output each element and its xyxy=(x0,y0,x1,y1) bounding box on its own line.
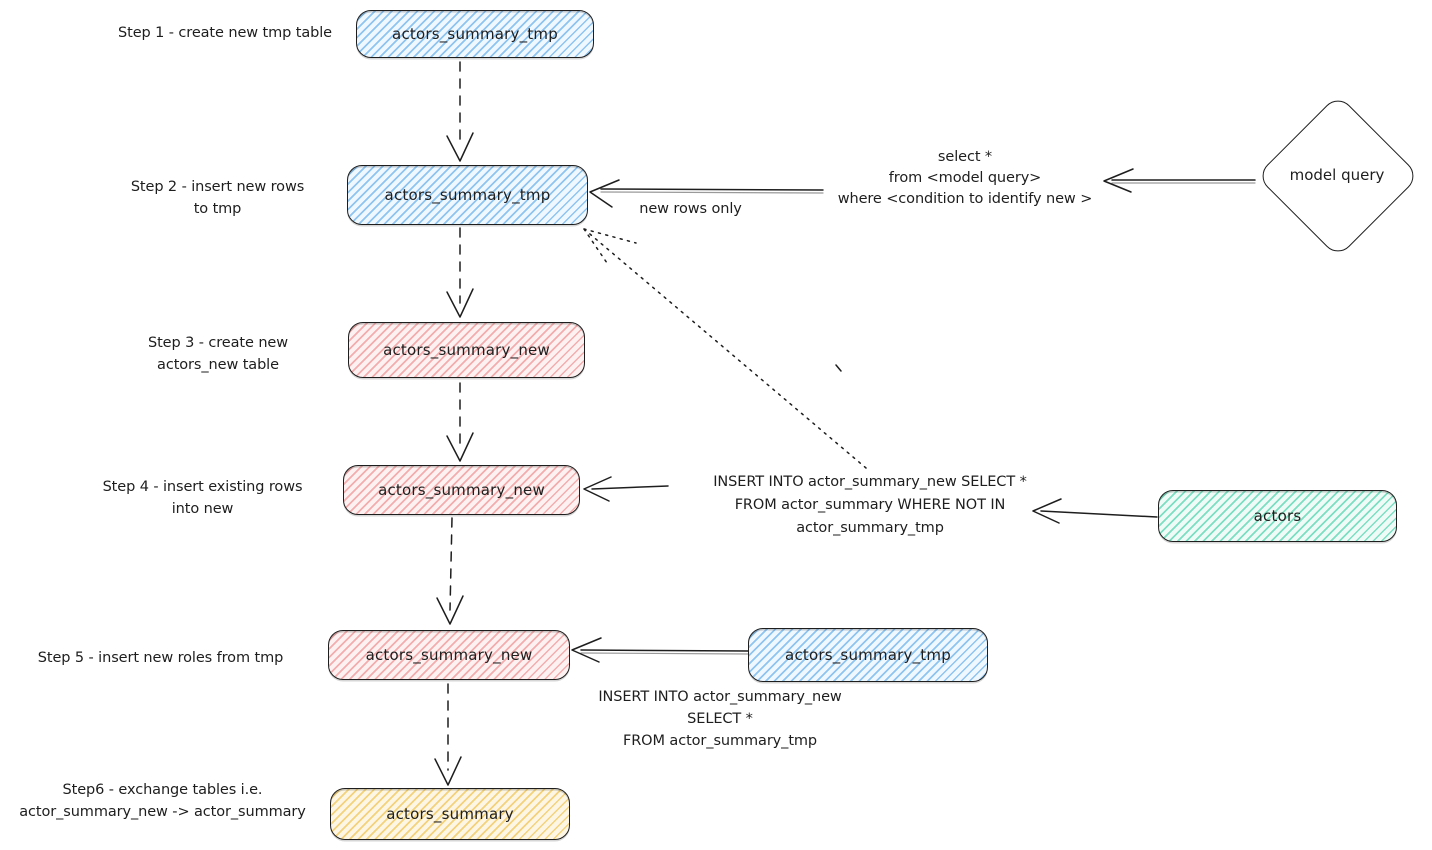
dotted-reference-arrow xyxy=(583,228,867,469)
flow-arrow-step3-step4 xyxy=(446,382,474,462)
node-actors-summary-new-step3: actors_summary_new xyxy=(348,322,585,378)
model-query-label: model query xyxy=(1289,166,1385,184)
node-actors: actors xyxy=(1158,490,1397,542)
new-rows-arrow xyxy=(589,179,824,208)
step4-label: Step 4 - insert existing rows into new xyxy=(102,479,303,517)
actors-arrow xyxy=(1032,498,1158,524)
flow-arrow-step2-step3 xyxy=(446,227,474,318)
node-actors-summary-tmp-step2: actors_summary_tmp xyxy=(347,165,588,225)
insert-new-sql-text: INSERT INTO actor_summary_new SELECT * F… xyxy=(598,689,842,749)
node-actors-summary-new-step4: actors_summary_new xyxy=(343,465,580,515)
flow-arrow-step4-step5 xyxy=(436,517,464,625)
insert-existing-arrow xyxy=(583,476,669,502)
step5-label: Step 5 - insert new roles from tmp xyxy=(37,650,284,666)
node-actors-summary-tmp-side: actors_summary_tmp xyxy=(748,628,988,682)
step3-label: Step 3 - create new actors_new table xyxy=(147,335,288,373)
node-actors-summary-new-step5: actors_summary_new xyxy=(328,630,570,680)
stray-mark xyxy=(835,364,842,372)
flow-arrow-step5-step6 xyxy=(434,683,462,786)
node-actors-summary-tmp-step1: actors_summary_tmp xyxy=(356,10,594,58)
model-query-arrow xyxy=(1103,168,1256,193)
step6-label: Step6 - exchange tables i.e. actor_summa… xyxy=(19,782,306,820)
insert-existing-sql-text: INSERT INTO actor_summary_new SELECT * F… xyxy=(713,474,1027,536)
step1-label: Step 1 - create new tmp table xyxy=(118,25,332,41)
new-rows-only-label: new rows only xyxy=(639,201,742,217)
flow-arrow-step1-step2 xyxy=(446,61,474,162)
node-actors-summary-step6: actors_summary xyxy=(330,788,570,840)
step2-label: Step 2 - insert new rows to tmp xyxy=(130,179,305,217)
insert-new-arrow xyxy=(571,637,749,663)
model-query-sql-text: select * from <model query> where <condi… xyxy=(837,149,1093,207)
